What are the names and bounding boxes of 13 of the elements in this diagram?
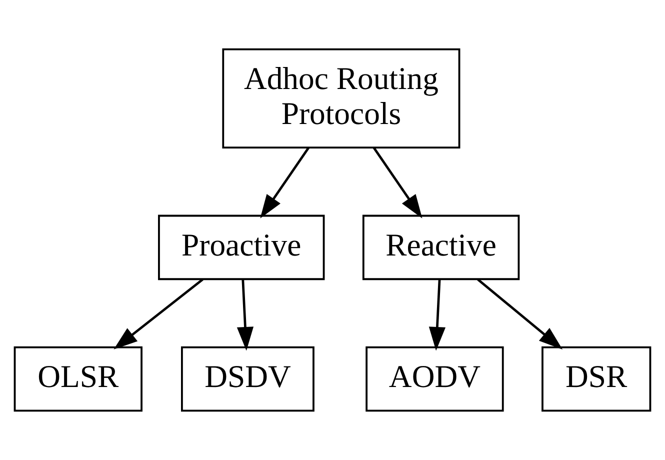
arrow: [428, 279, 446, 351]
node-box: OLSR: [14, 346, 142, 412]
arrow: [114, 278, 204, 350]
node-box: Adhoc Routing Protocols: [222, 48, 460, 149]
arrow: [477, 278, 563, 350]
arrow: [236, 279, 254, 351]
node-box: AODV: [366, 346, 504, 412]
arrow: [260, 147, 310, 218]
node-box: Proactive: [158, 214, 325, 280]
node-box: DSR: [542, 346, 652, 412]
node-box: DSDV: [181, 346, 314, 412]
arrow: [372, 147, 422, 218]
node-box: Reactive: [362, 214, 520, 280]
